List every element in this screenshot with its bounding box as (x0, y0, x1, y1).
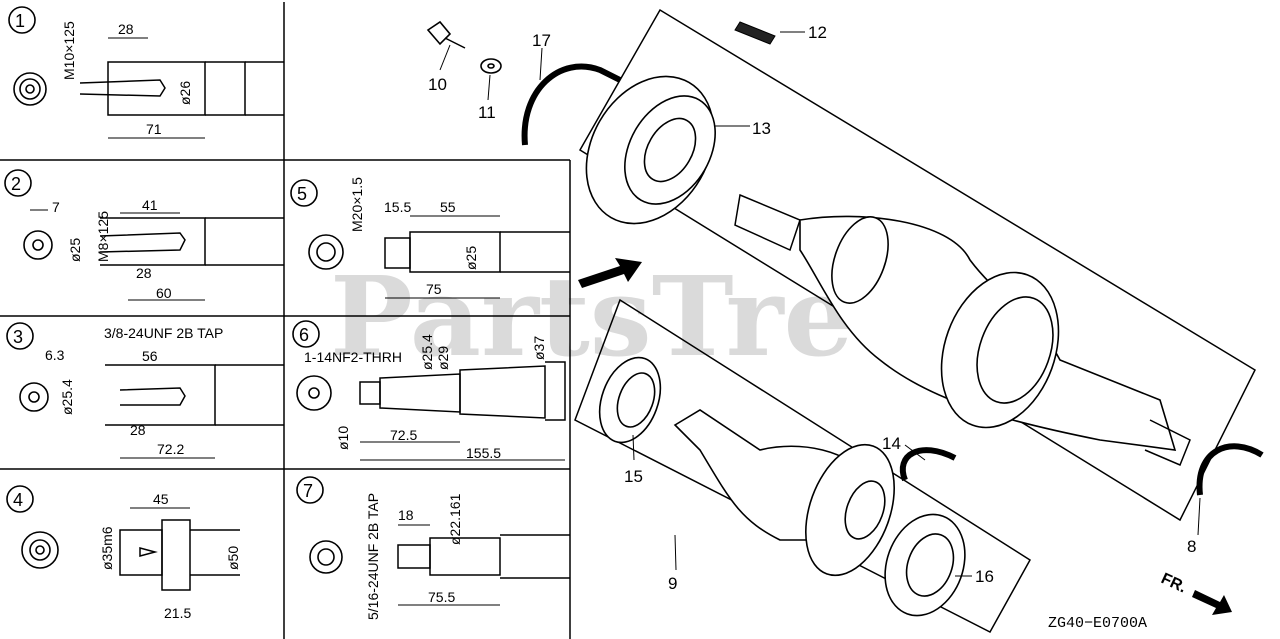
dimension-label: ø25 (463, 246, 479, 270)
dimension-label: ø10 (335, 426, 351, 450)
part-number: 14 (882, 434, 901, 453)
dimension-label: ø26 (177, 81, 193, 105)
part-12-key (734, 21, 776, 45)
callout-number: 1 (15, 11, 25, 31)
leader-lines (439, 31, 1201, 577)
dimension-label: 18 (398, 507, 414, 523)
part-number: 11 (478, 103, 496, 122)
part-14-thrust-washer (900, 447, 957, 482)
part-number: 16 (975, 567, 994, 586)
callout-5: 5 M20×1.5 15.5 55 ø25 75 (290, 177, 570, 299)
dimension-label: ø22.161 (447, 493, 463, 545)
dimension-label: ø25.4 (419, 334, 435, 370)
dimension-label: 155.5 (466, 445, 501, 461)
part-10-bolt (426, 20, 466, 49)
dimension-label: 72.5 (390, 427, 417, 443)
dimension-label: M10×125 (61, 21, 77, 80)
callout-2: 2 7 M8×125 41 ø25 28 60 (4, 169, 284, 301)
dimension-label: 60 (156, 285, 172, 301)
part-9-camshaft (673, 409, 896, 577)
dimension-label: 28 (118, 21, 134, 37)
part-8-thrust-washer (1196, 443, 1264, 496)
part-number: 8 (1187, 537, 1196, 556)
dimension-label: M20×1.5 (349, 177, 365, 232)
part-number: 15 (624, 467, 643, 486)
part-11-washer (480, 58, 502, 74)
dimension-label: 75.5 (428, 589, 455, 605)
diagram-code: ZG40−E0700A (1048, 615, 1147, 632)
callout-4: 4 45 ø35m6 ø50 21.5 (6, 485, 241, 621)
dimension-label: M8×125 (95, 211, 111, 262)
callout-7: 7 5/16-24UNF 2B TAP 18 ø22.161 75.5 (296, 476, 570, 620)
direction-arrow (578, 258, 642, 288)
dimension-label: ø25 (67, 238, 83, 262)
dimension-label: 56 (142, 348, 158, 364)
dimension-label: 3/8-24UNF 2B TAP (104, 325, 223, 341)
callout-grid (0, 2, 571, 639)
part-numbers: 8 9 10 11 12 13 14 15 16 17 (428, 23, 1196, 593)
dimension-label: 45 (153, 491, 169, 507)
part-15-bearing (598, 356, 662, 444)
dimension-label: 1-14NF2-THRH (304, 349, 402, 365)
dimension-label: ø29 (435, 346, 451, 370)
dimension-label: ø25.4 (59, 379, 75, 415)
dimension-label: 15.5 (384, 199, 411, 215)
dimension-label: ø37 (531, 336, 547, 360)
callout-number: 6 (299, 325, 309, 345)
dimension-label: 72.2 (157, 441, 184, 457)
part-number: 12 (808, 23, 827, 42)
part-13-bearing (585, 75, 716, 225)
dimension-label: 7 (52, 199, 60, 215)
callout-number: 3 (13, 327, 23, 347)
callout-number: 2 (11, 174, 21, 194)
callout-6: 6 1-14NF2-THRH ø25.4 ø29 ø37 ø10 72.5 15… (292, 320, 566, 461)
part-number: 13 (752, 119, 771, 138)
dimension-label: 28 (136, 265, 152, 281)
callout-3: 3 3/8-24UNF 2B TAP 6.3 56 ø25.4 28 72.2 (6, 322, 284, 459)
dimension-label: 55 (440, 199, 456, 215)
part-number: 10 (428, 75, 447, 94)
dimension-label: 21.5 (164, 605, 191, 621)
callout-number: 4 (13, 490, 23, 510)
part-16-bearing (884, 513, 966, 617)
callout-number: 7 (303, 481, 313, 501)
dimension-label: 28 (130, 422, 146, 438)
dimension-label: ø35m6 (99, 526, 115, 570)
dimension-label: 41 (142, 197, 158, 213)
part-17-thrust-washer (521, 63, 622, 146)
callout-number: 5 (297, 184, 307, 204)
dimension-label: ø50 (225, 546, 241, 570)
dimension-label: 71 (146, 121, 162, 137)
part-number: 9 (668, 574, 677, 593)
front-indicator: FR. (1158, 570, 1232, 615)
dimension-label: 5/16-24UNF 2B TAP (365, 493, 381, 620)
dimension-label: 75 (426, 281, 442, 297)
callout-1: 1 28 71 M10×125 ø26 (8, 6, 284, 139)
front-label: FR. (1158, 570, 1189, 596)
dimension-label: 6.3 (45, 347, 65, 363)
part-number: 17 (532, 31, 551, 50)
crankshaft-shaft (734, 193, 1191, 466)
